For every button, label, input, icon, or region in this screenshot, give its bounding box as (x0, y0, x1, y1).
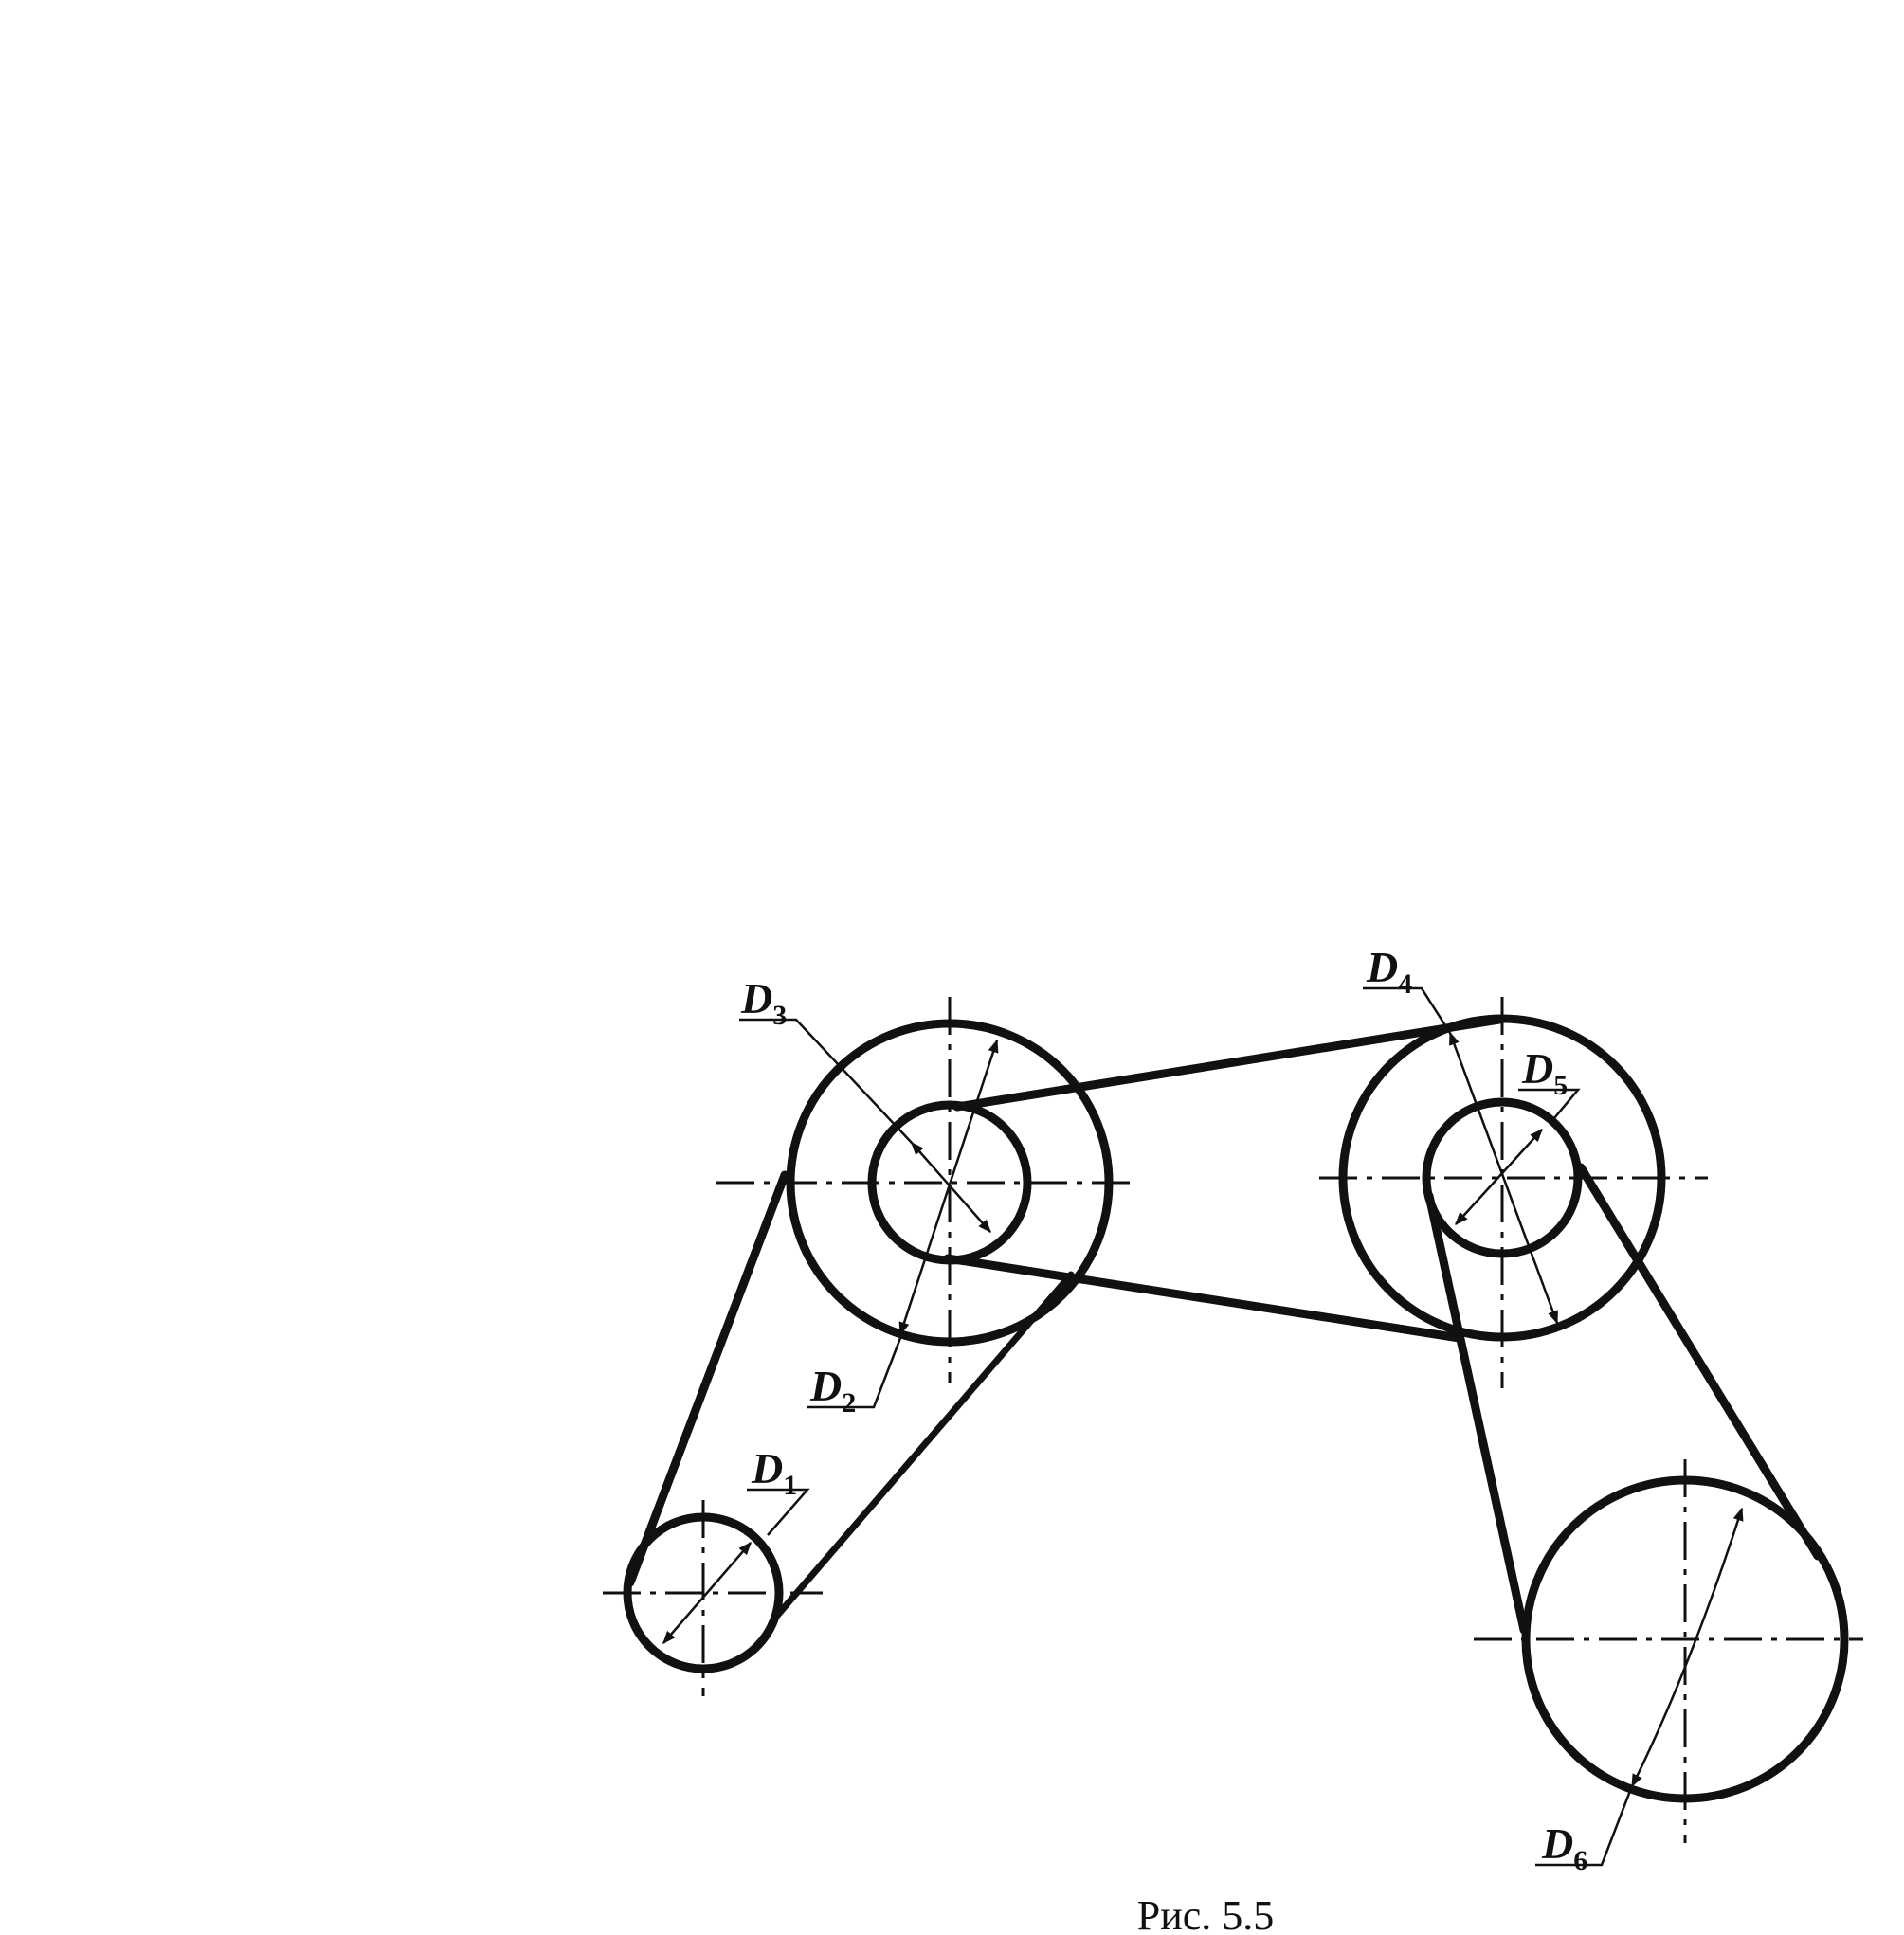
belt-1-3-right (773, 1271, 1075, 1619)
belts (626, 1015, 1822, 1635)
belt-1-3-left (626, 1170, 789, 1587)
leader-lines (739, 986, 1632, 1867)
leader-d5 (1518, 1088, 1581, 1119)
belt-2-4-top (952, 1015, 1504, 1112)
label-d4: D4 (1366, 943, 1412, 1000)
center-lines (603, 997, 1863, 1843)
leader-d6 (1535, 1790, 1632, 1867)
labels: D1 D2 D3 D4 D5 D6 (740, 943, 1587, 1876)
belt-2-4-bottom (943, 1254, 1464, 1343)
pulley-d3 (786, 1019, 1114, 1347)
dim-d1 (662, 1541, 752, 1645)
label-d1: D1 (751, 1444, 797, 1501)
figure-caption: Рис. 5.5 (1137, 1892, 1275, 1935)
leader-d2 (807, 1337, 902, 1409)
label-d5: D5 (1521, 1044, 1568, 1101)
belt-5-6-right (1576, 1163, 1822, 1561)
belt-5-6-left (1424, 1191, 1529, 1635)
label-d2: D2 (809, 1362, 856, 1419)
leader-d3 (739, 1018, 913, 1144)
leader-d4 (1363, 986, 1452, 1034)
pulley-d4 (1338, 1014, 1666, 1342)
leader-d1 (747, 1488, 810, 1536)
pulleys (623, 1014, 1849, 1803)
dimension-lines (662, 1031, 1744, 1788)
label-d6: D6 (1541, 1819, 1587, 1876)
pulley-d1 (623, 1512, 784, 1673)
label-d3: D3 (740, 974, 787, 1031)
dim-d6 (1630, 1507, 1744, 1788)
dim-d3 (898, 1039, 999, 1336)
pulley-d6 (1521, 1475, 1849, 1803)
dim-d5 (1455, 1128, 1543, 1226)
